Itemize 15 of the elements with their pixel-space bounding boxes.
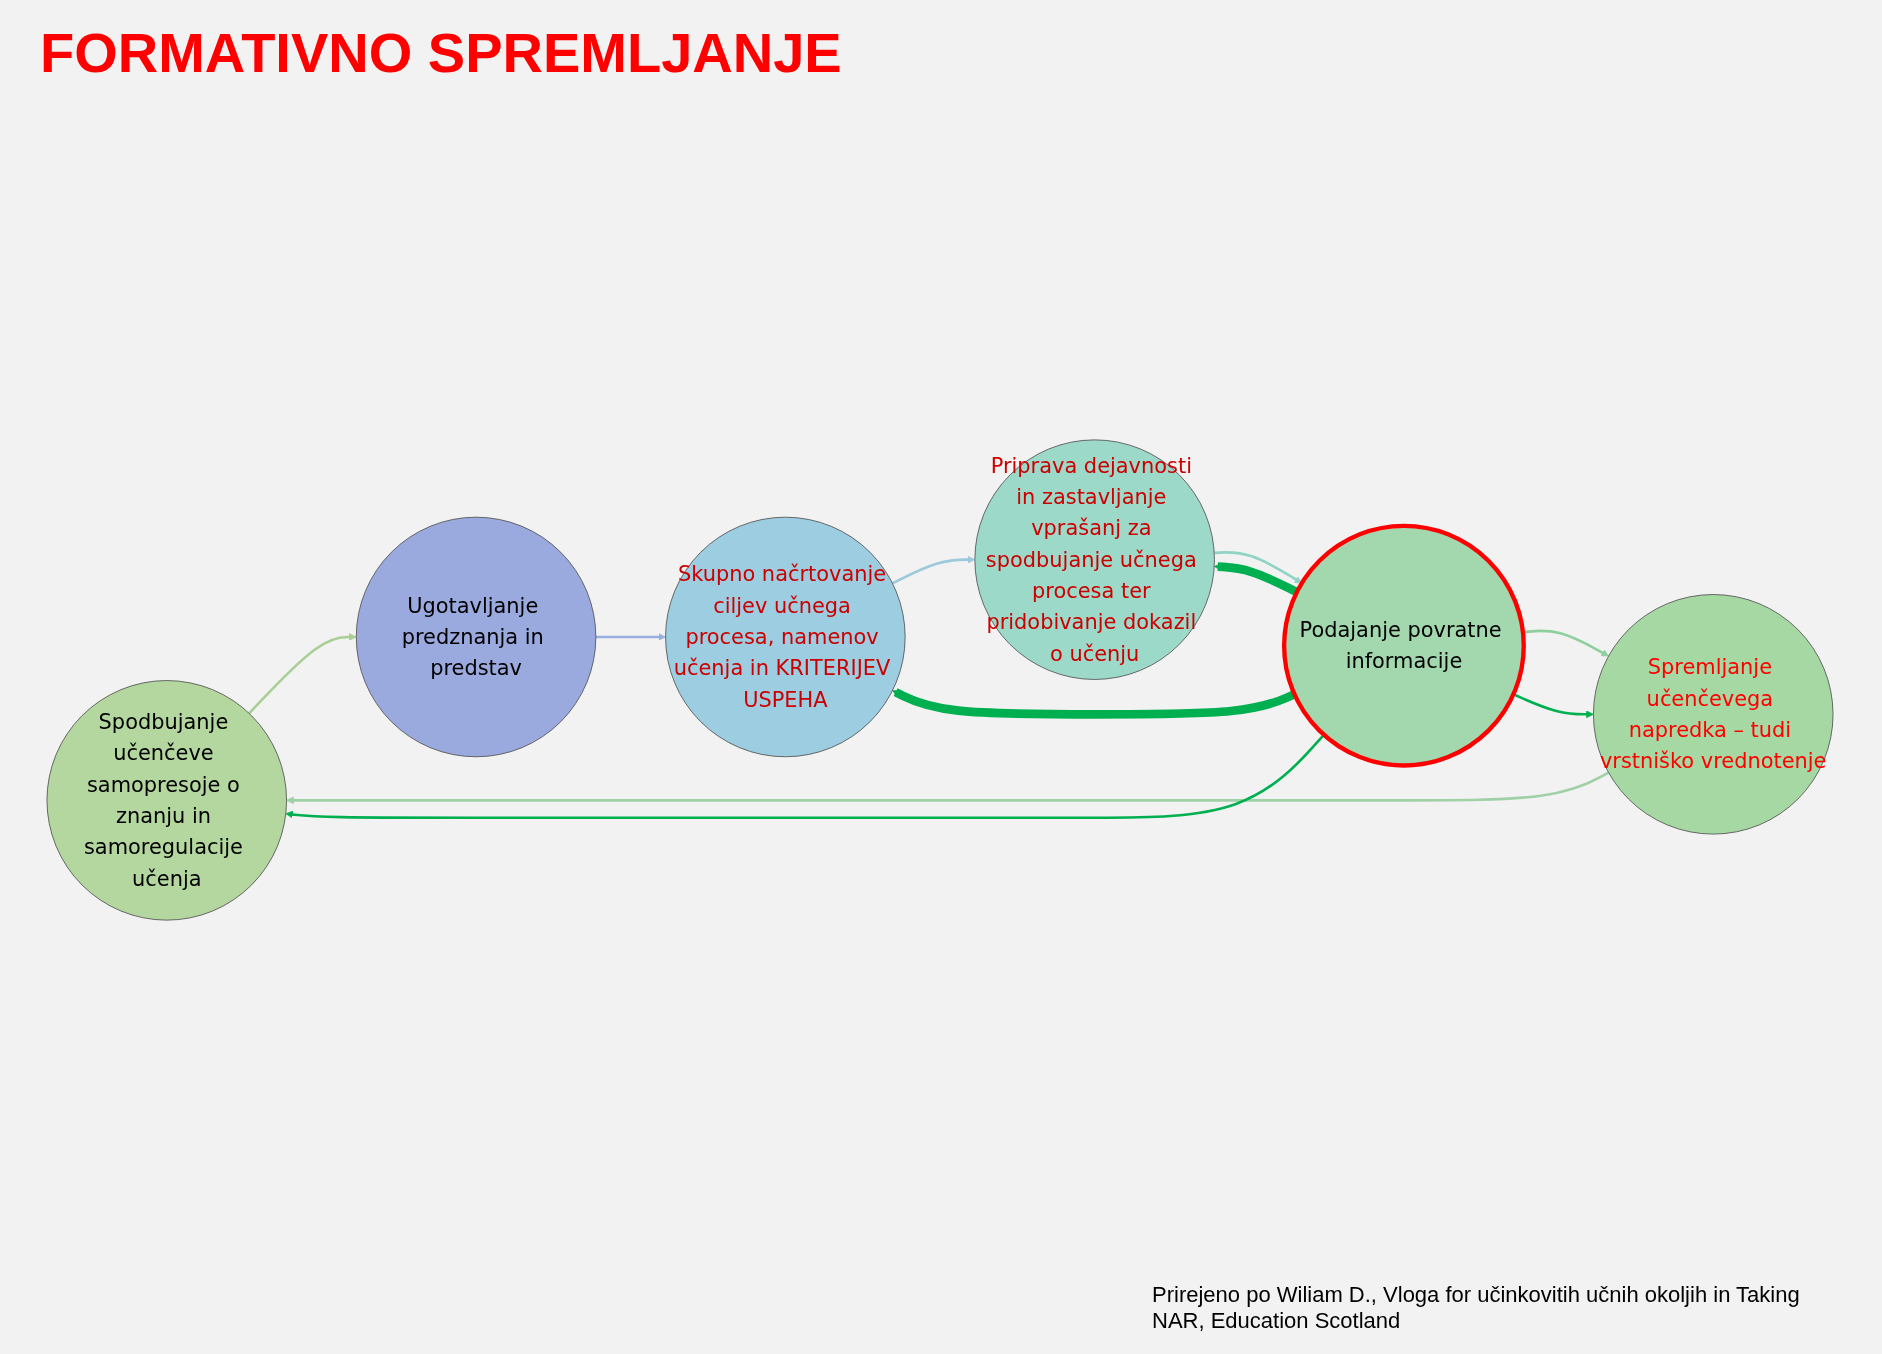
diagram-title: FORMATIVNO SPREMLJANJE (40, 20, 842, 85)
node-circle: Ugotavljanje predznanja in predstav (355, 516, 597, 758)
arrow (248, 633, 357, 715)
arrow (891, 555, 976, 585)
arrow (1213, 562, 1299, 596)
node-circle: Skupno načrtovanje ciljev učnega procesa, namenov učenja in KRITERIJEV USPEHA (665, 516, 906, 758)
node-circle: Spodbujanje učenčeve samopresoje o znanju in samoregulacije učenja (46, 680, 287, 921)
node-circle: Spremljanje učenčevega napredka – tudi vrstniško vrednotenje (1593, 594, 1834, 835)
node-circle: Podajanje povratne informacije (1281, 523, 1526, 768)
arrow (595, 633, 666, 641)
node-circle: Priprava dejavnosti in zastavljanje vprašanj za spodbujanje učnega procesa ter pridobivanje dokazil o učenju (974, 439, 1215, 680)
arrow (286, 771, 1610, 805)
source-caption: Prirejeno po Wiliam D., Vloga for učinkovitih učnih okoljih in Taking NAR, Education Scotland (1152, 1282, 1801, 1334)
arrow (285, 733, 1325, 820)
arrow (1214, 551, 1303, 584)
